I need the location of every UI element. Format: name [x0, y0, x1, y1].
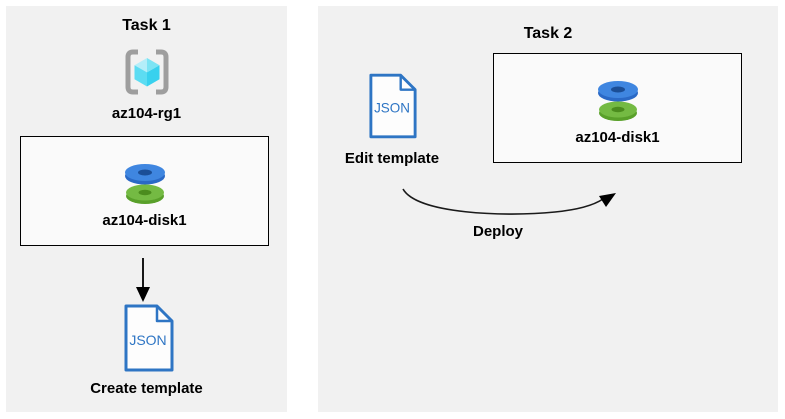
- deploy-caption: Deploy: [472, 223, 523, 240]
- json-file-text: JSON: [129, 332, 166, 348]
- disk-label: az104-disk1: [575, 129, 660, 146]
- json-file-icon: JSON: [368, 73, 418, 139]
- json-file-icon: JSON: [123, 304, 175, 372]
- managed-disk-icon: [121, 159, 169, 205]
- task1-panel: Task 1 az104-rg1: [6, 6, 287, 412]
- disk-label: az104-disk1: [102, 212, 187, 229]
- resource-group-icon: [122, 46, 172, 98]
- edit-template-caption: Edit template: [344, 150, 440, 167]
- task2-resource-box: az104-disk1: [493, 53, 742, 163]
- curved-arrow-icon: [395, 182, 627, 230]
- task2-title: Task 2: [523, 25, 573, 42]
- task2-panel: Task 2 az104-disk1 JSON: [318, 6, 778, 412]
- arrow-down-icon: [132, 257, 154, 303]
- resource-group-label: az104-rg1: [111, 105, 182, 122]
- task1-title: Task 1: [122, 17, 171, 34]
- json-file-text: JSON: [374, 101, 410, 116]
- create-template-caption: Create template: [90, 380, 203, 397]
- managed-disk-icon: [594, 76, 642, 122]
- task1-resource-box: az104-disk1: [20, 136, 269, 246]
